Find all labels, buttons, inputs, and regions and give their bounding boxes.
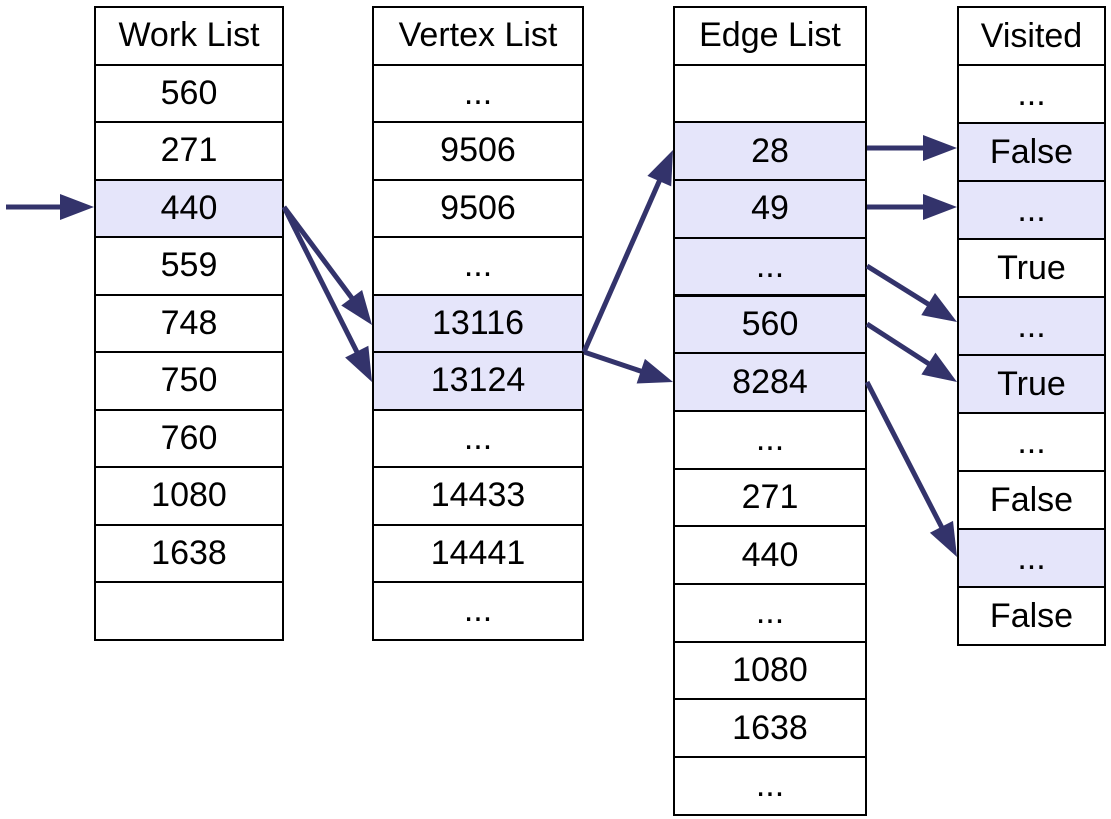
visited-list-cell: False: [957, 586, 1106, 646]
edge-list-cell: 49: [673, 179, 867, 239]
visited-list-cell: False: [957, 470, 1106, 530]
visited-list-header: Visited: [957, 6, 1106, 66]
vertex-to-edge-arrow-head: [647, 150, 673, 187]
edge-to-visited-arrow-head: [921, 352, 957, 382]
work-list-cell: [94, 581, 284, 641]
edge-to-visited-arrow-line: [865, 263, 932, 308]
vertex-list-cell: 13116: [372, 293, 584, 353]
work-list-header: Work List: [94, 6, 284, 66]
edge-to-visited-arrow-head: [923, 194, 957, 220]
work-to-vertex-arrow-head: [341, 289, 372, 325]
work-list-cell: 760: [94, 408, 284, 468]
work-list-cell: 1638: [94, 523, 284, 583]
edge-to-visited-arrow-head: [923, 135, 957, 161]
edge-list-cell: [673, 63, 867, 124]
vertex-list-header: Vertex List: [372, 6, 584, 66]
edge-list-cell: 28: [673, 121, 867, 182]
edge-to-visited-arrow-line: [865, 321, 932, 367]
work-to-vertex-arrow-head: [345, 345, 372, 382]
visited-list-cell: ...: [957, 528, 1106, 588]
edge-list-cell: ...: [673, 236, 867, 297]
entry-arrow-head: [60, 194, 94, 220]
edge-to-visited-arrow-line: [864, 380, 945, 530]
edge-to-visited-arrow-head: [921, 293, 957, 322]
work-list-cell: 1080: [94, 466, 284, 526]
vertex-list-cell: 13124: [372, 351, 584, 411]
visited-list-cell: ...: [957, 296, 1106, 356]
edge-list-cell: ...: [673, 756, 867, 816]
visited-list-cell: False: [957, 122, 1106, 182]
vertex-list-cell: ...: [372, 581, 584, 641]
vertex-list-cell: 9506: [372, 178, 584, 238]
work-to-vertex-arrow-line: [281, 205, 360, 355]
edge-list-cell: ...: [673, 409, 867, 470]
work-list-cell: 559: [94, 236, 284, 296]
vertex-to-edge-arrow-line: [583, 349, 644, 375]
work-list-cell: 440: [94, 178, 284, 238]
work-list-cell: 748: [94, 293, 284, 353]
edge-to-visited-arrow-head: [929, 520, 957, 557]
edge-list-cell: 1080: [673, 640, 867, 701]
vertex-list-cell: ...: [372, 408, 584, 468]
edge-list-cell: 1638: [673, 698, 867, 759]
edge-list-header: Edge List: [673, 6, 867, 66]
work-list-cell: 750: [94, 351, 284, 411]
vertex-list-cell: 14441: [372, 523, 584, 583]
work-to-vertex-arrow-line: [281, 205, 355, 301]
vertex-list-cell: 14433: [372, 466, 584, 526]
work-list-cell: 271: [94, 121, 284, 181]
edge-list-cell: 440: [673, 525, 867, 585]
vertex-to-edge-arrow-line: [581, 178, 663, 354]
visited-list-cell: True: [957, 354, 1106, 414]
visited-list-cell: ...: [957, 180, 1106, 240]
vertex-to-edge-arrow-head: [636, 358, 673, 384]
edge-list-cell: 8284: [673, 352, 867, 412]
